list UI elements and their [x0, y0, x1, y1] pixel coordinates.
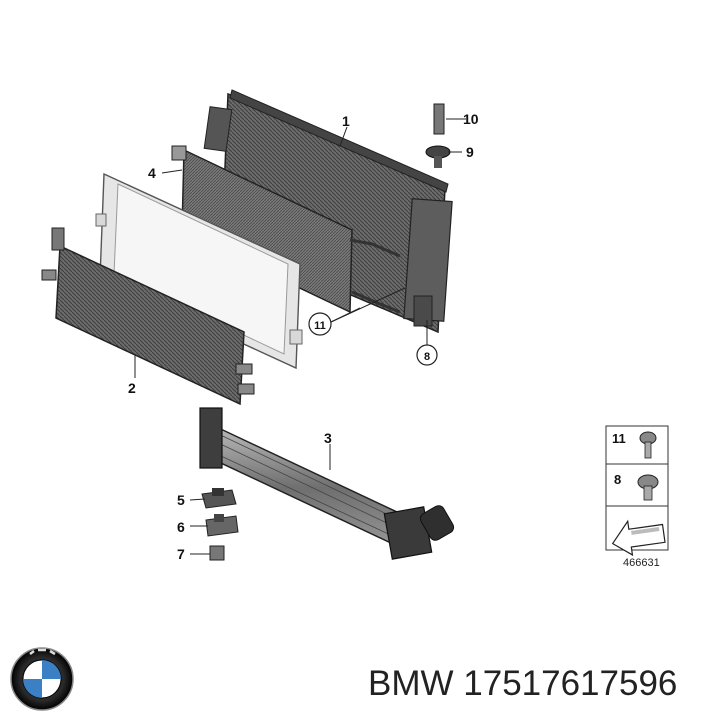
condenser-part-4: [171, 145, 401, 314]
callout-5: 5: [177, 492, 185, 508]
legend-arrow-icon: [611, 519, 666, 557]
callout-9: 9: [466, 144, 474, 160]
bmw-logo: [10, 647, 74, 711]
callout-7: 7: [177, 546, 185, 562]
bolt-part-10: [433, 103, 445, 135]
callout-4: 4: [148, 165, 156, 181]
parts-legend: 11 8 466631: [605, 425, 669, 569]
part-number-caption: BMW 17517617596: [368, 664, 678, 703]
leader-lines: [134, 118, 466, 555]
callout-11-circle: 11: [308, 312, 332, 336]
legend-bolt-11-icon: [639, 431, 657, 459]
callout-8-circle: 8: [416, 344, 438, 366]
callout-10: 10: [463, 111, 479, 127]
air-guide-frame: [95, 172, 303, 370]
condenser-part-2: [41, 227, 255, 406]
legend-bolt-8-icon: [637, 474, 659, 501]
bracket-part-5: [201, 488, 237, 509]
clip-part-7: [209, 545, 225, 561]
callout-2: 2: [128, 380, 136, 396]
callout-1: 1: [342, 113, 350, 129]
legend-item-11: 11: [612, 431, 626, 446]
intercooler-part-3: [199, 407, 455, 560]
legend-item-8: 8: [614, 472, 621, 487]
callout-11: 11: [314, 320, 326, 332]
radiator-part-1: [203, 89, 453, 334]
grommet-part-9: [425, 145, 451, 168]
callout-3: 3: [324, 430, 332, 446]
bracket-part-6: [205, 514, 239, 537]
callout-6: 6: [177, 519, 185, 535]
callout-8: 8: [424, 351, 430, 363]
diagram-id: 466631: [623, 557, 660, 569]
